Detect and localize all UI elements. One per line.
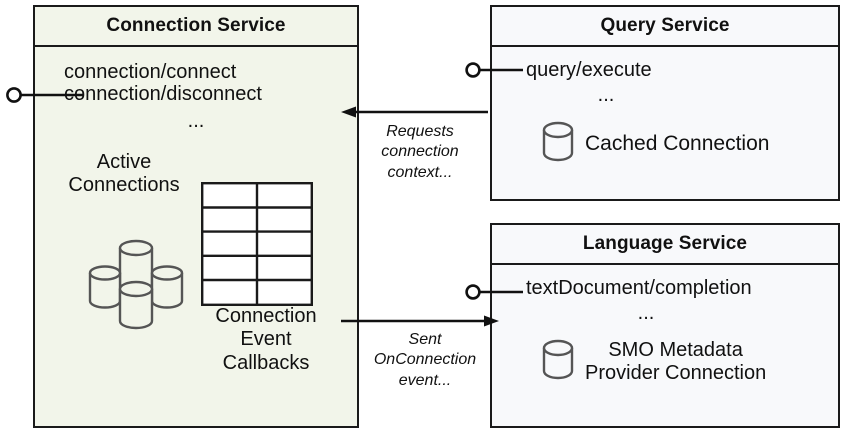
query-service-resource: Cached Connection: [541, 119, 769, 169]
language-service-title: Language Service: [492, 225, 838, 265]
edge-label-sent-line3: event...: [398, 371, 452, 389]
edge-label-requests-line3: context...: [387, 163, 453, 181]
language-service-body: textDocument/completion ... SMO Metadata…: [492, 265, 838, 426]
language-service-api-endpoint: textDocument/completion: [526, 277, 752, 299]
edge-label-sent-onconnection-event: Sent OnConnection event...: [360, 330, 490, 391]
language-service-resource-line1: SMO Metadata: [608, 338, 743, 361]
query-service-api-endpoint: query/execute: [526, 59, 652, 81]
connection-service-api-list: connection/connect connection/disconnect: [64, 61, 262, 106]
api-endpoint-disconnect: connection/disconnect: [64, 83, 262, 106]
connection-event-callbacks-label: Connection Event Callbacks: [181, 305, 351, 375]
active-connections-label-line2: Connections: [68, 174, 180, 197]
active-connections-label-line1: Active: [96, 151, 152, 173]
language-service-api-ellipsis: ...: [637, 302, 655, 324]
api-endpoint-connect: connection/connect: [64, 61, 237, 83]
language-service-resource-line2: Provider Connection: [585, 362, 767, 384]
edge-label-sent-line1: Sent: [408, 331, 442, 348]
active-connections-cylinder-cluster-icon: [79, 229, 209, 339]
query-service-resource-label: Cached Connection: [585, 132, 770, 155]
edge-connection-to-language: [341, 315, 499, 327]
connection-service-body: connection/connect connection/disconnect…: [35, 47, 357, 426]
query-service-body: query/execute ... Cached Connection: [492, 47, 838, 199]
callbacks-label-line2: Event: [240, 328, 292, 351]
connection-service-box[interactable]: Connection Service connection/connect co…: [33, 5, 359, 428]
query-service-title: Query Service: [492, 7, 838, 47]
edge-label-requests-line1: Requests: [386, 123, 454, 140]
connection-service-title: Connection Service: [35, 7, 357, 47]
connection-event-callbacks-table[interactable]: [201, 182, 313, 311]
callbacks-label-line3: Callbacks: [222, 351, 310, 374]
edge-label-requests-connection-context: Requests connection context...: [360, 122, 480, 183]
language-service-box[interactable]: Language Service textDocument/completion…: [490, 223, 840, 428]
query-service-api-ellipsis: ...: [597, 84, 615, 106]
edge-label-sent-line2: OnConnection: [373, 351, 477, 369]
language-service-resource: SMO Metadata Provider Connection: [541, 337, 766, 387]
language-service-resource-label: SMO Metadata Provider Connection: [585, 339, 766, 385]
connection-service-api-ellipsis: ...: [187, 110, 205, 132]
active-connections-label: Active Connections: [45, 151, 203, 197]
edge-query-to-connection: [341, 106, 488, 118]
database-cylinder-icon: [541, 119, 575, 169]
query-service-box[interactable]: Query Service query/execute ... Cached C…: [490, 5, 840, 201]
edge-label-requests-line2: connection: [381, 143, 459, 161]
database-cylinder-icon: [541, 337, 575, 387]
callbacks-label-line1: Connection: [215, 305, 317, 327]
